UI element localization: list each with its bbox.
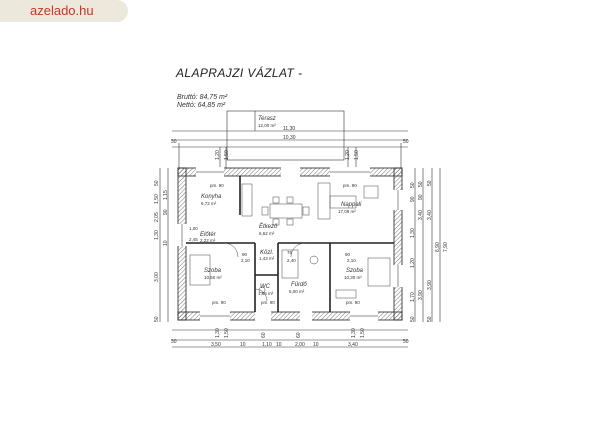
svg-text:50: 50 [154,180,160,186]
svg-text:10,50 m²: 10,50 m² [204,275,222,280]
svg-text:3,40: 3,40 [418,210,424,220]
label-eloter: Előtér [200,232,217,238]
svg-text:2,10: 2,10 [241,258,250,263]
svg-text:50: 50 [410,316,416,322]
svg-text:3,90: 3,90 [418,290,424,300]
dining-table [269,203,303,219]
svg-text:pm. 90: pm. 90 [346,300,360,305]
svg-text:6,00 m²: 6,00 m² [289,289,305,294]
svg-text:2,22 m²: 2,22 m² [200,238,216,243]
svg-text:1,20: 1,20 [215,150,221,160]
svg-text:1,65 m²: 1,65 m² [258,291,274,296]
terrace-outline [226,110,345,161]
svg-text:90: 90 [410,196,416,202]
svg-text:2,40: 2,40 [287,258,296,263]
net-area: Nettó: 64,85 m² [177,102,226,109]
svg-text:3,40: 3,40 [427,210,433,220]
label-konyha: Konyha [201,194,222,200]
svg-text:1,50: 1,50 [354,150,360,160]
svg-text:50: 50 [171,339,177,345]
svg-text:10: 10 [240,342,246,348]
gross-area: Bruttó: 84,75 m² [177,94,228,101]
bed-left [189,254,211,286]
armchair [363,185,379,199]
svg-text:1,30: 1,30 [410,228,416,238]
label-etkezo: Étkező [259,223,278,230]
svg-text:1,20: 1,20 [410,258,416,268]
svg-text:50: 50 [410,182,416,188]
svg-text:50: 50 [154,316,160,322]
svg-text:1,43 m²: 1,43 m² [259,256,275,261]
svg-text:50: 50 [403,339,409,345]
svg-text:75: 75 [287,250,293,255]
svg-text:90: 90 [418,194,424,200]
svg-text:2,10: 2,10 [347,258,356,263]
label-furdo: Fürdő [291,282,307,288]
label-kozl: Közl. [260,250,273,256]
svg-text:1,10: 1,10 [262,342,272,348]
svg-text:1,30: 1,30 [154,230,160,240]
svg-text:17,09 m²: 17,09 m² [338,209,356,214]
svg-text:50: 50 [171,139,177,145]
svg-text:50: 50 [418,181,424,187]
label-nappali: Nappali [341,202,362,208]
bed-right [367,257,391,287]
svg-text:10: 10 [313,342,319,348]
label-wc: WC [260,284,271,290]
page-title: ALAPRAJZI VÁZLAT - [176,66,303,80]
svg-text:1,50: 1,50 [224,150,230,160]
svg-text:11,30: 11,30 [283,126,295,132]
label-szoba-left: Szoba [204,268,222,274]
svg-text:1,20: 1,20 [345,150,351,160]
svg-text:6,62 m²: 6,62 m² [259,231,275,236]
bathtub [281,249,299,279]
svg-text:pm. 90: pm. 90 [212,300,226,305]
kitchen-counter [241,183,253,217]
svg-text:1,70: 1,70 [410,292,416,302]
svg-text:1,50: 1,50 [154,194,160,204]
svg-text:50: 50 [427,316,433,322]
label-terasz: Terasz [258,116,276,122]
svg-text:pm. 90: pm. 90 [210,183,224,188]
svg-text:1,00: 1,00 [189,226,198,231]
svg-text:90: 90 [242,252,248,257]
svg-text:pm. 90: pm. 90 [343,183,357,188]
svg-text:90: 90 [163,209,169,215]
svg-text:10,30: 10,30 [283,135,296,141]
svg-text:3,00: 3,00 [154,272,160,282]
site-badge[interactable]: azelado.hu [0,0,128,22]
svg-text:2,05: 2,05 [154,212,160,222]
svg-text:50: 50 [427,180,433,186]
svg-text:12,00 m²: 12,00 m² [258,123,276,128]
svg-text:7,90: 7,90 [443,242,449,252]
svg-text:1,50: 1,50 [360,328,366,338]
svg-text:60: 60 [261,332,267,338]
svg-text:pm. 90: pm. 90 [261,300,275,305]
sofa [317,182,331,220]
svg-text:6,90: 6,90 [435,242,441,252]
svg-text:3,40: 3,40 [348,342,358,348]
svg-text:1,15: 1,15 [163,190,169,200]
label-szoba-right: Szoba [346,268,364,274]
svg-text:3,50: 3,50 [211,342,221,348]
coffee-table [329,195,357,209]
svg-text:60: 60 [296,332,302,338]
svg-text:10: 10 [276,342,282,348]
wall-east [393,167,403,321]
svg-text:90: 90 [345,252,351,257]
svg-text:2,00: 2,00 [295,342,305,348]
svg-text:10: 10 [163,240,169,246]
svg-text:1,30: 1,30 [215,328,221,338]
svg-text:50: 50 [403,139,409,145]
svg-text:2,45: 2,45 [189,237,198,242]
toilet [309,255,319,265]
svg-text:3,90: 3,90 [427,280,433,290]
svg-text:6,72 m²: 6,72 m² [201,201,217,206]
svg-text:10,30 m²: 10,30 m² [344,275,362,280]
svg-text:1,50: 1,50 [224,328,230,338]
svg-text:1,30: 1,30 [351,328,357,338]
